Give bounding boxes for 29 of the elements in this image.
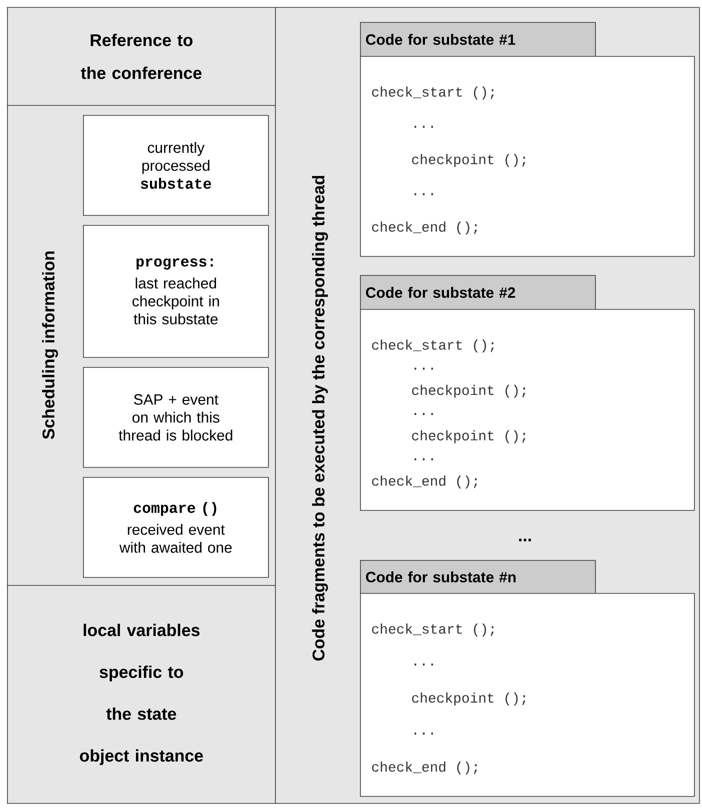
ellipsis: ... — [519, 538, 531, 542]
code-line: ... — [414, 126, 433, 128]
code-line: ... — [414, 732, 433, 735]
code-line: checkpoint (); — [412, 154, 526, 167]
code-line: checkpoint (); — [412, 430, 526, 444]
tab-header: Code for substate #2 — [360, 275, 596, 310]
code-line: ... — [414, 368, 433, 370]
code-line: check_end (); — [372, 762, 477, 774]
code-line: ... — [414, 413, 433, 416]
code-line: check_end (); — [372, 476, 477, 488]
info-box: compare () received event with awaited one — [83, 477, 269, 578]
code-line: check_start (); — [372, 86, 494, 100]
code-line: ... — [414, 664, 433, 666]
tab-header: Code for substate #1 — [360, 22, 596, 57]
code-line: ... — [414, 193, 433, 196]
code-line: checkpoint (); — [412, 692, 526, 706]
info-box: currently processed substate — [83, 115, 269, 216]
vertical-heading: Code fragments to be executed by the corresponding thread — [312, 176, 328, 661]
info-box: SAP + event on which this thread is blocked — [83, 367, 269, 468]
vertical-heading: Scheduling information — [42, 252, 58, 440]
code-line: check_end (); — [372, 222, 477, 234]
tab-header: Code for substate #n — [360, 560, 596, 594]
panel-band: Reference to the conference — [7, 7, 276, 106]
panel-band: local variables specific to the state object instance — [7, 585, 276, 804]
info-box: progress: last reached checkpoint in this substate — [83, 225, 269, 358]
code-line: check_start (); — [372, 340, 494, 352]
code-line: ... — [414, 458, 433, 460]
code-line: check_start (); — [372, 624, 494, 636]
code-line: checkpoint (); — [412, 384, 526, 398]
